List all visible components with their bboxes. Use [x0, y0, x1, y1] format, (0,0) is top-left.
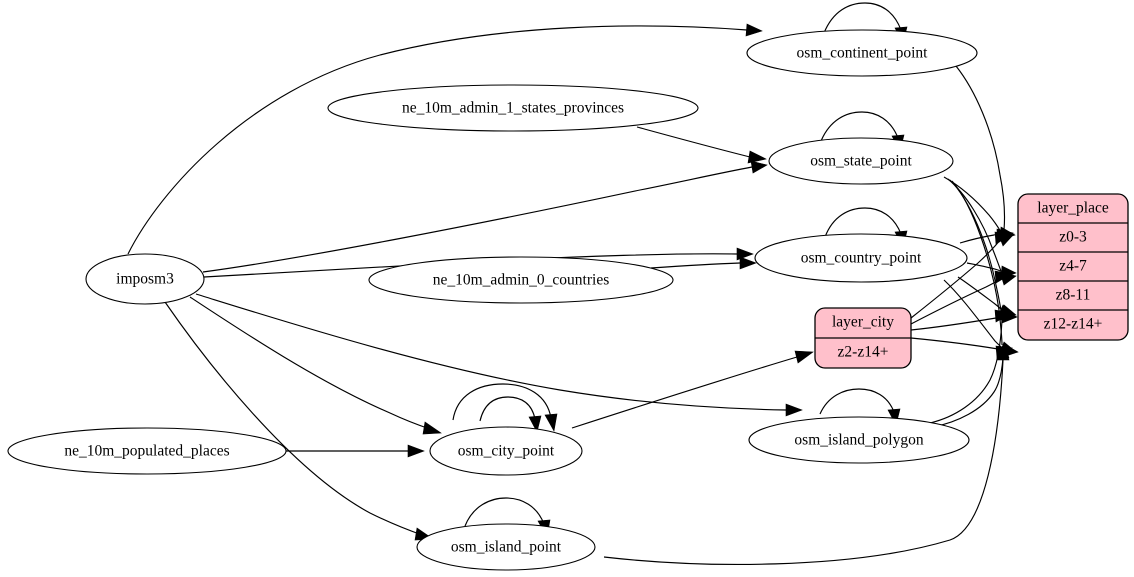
edge-layer: [127, 2, 1019, 565]
layer-place-row-z12-z14[interactable]: z12-z14+: [1044, 316, 1103, 333]
record-node-layer-place[interactable]: layer_place z0-3 z4-7 z8-11 z12-z14+: [1017, 193, 1129, 341]
node-osm-state-point-label: osm_state_point: [810, 153, 912, 170]
node-layer: imposm3 ne_10m_admin_1_states_provinces …: [7, 29, 1129, 571]
edge-osm-continent-point-to-layer-place-z0-3: [955, 65, 1014, 242]
edge-imposm3-to-osm-island-point: [164, 301, 434, 541]
node-ne-10m-admin-0-countries[interactable]: ne_10m_admin_0_countries: [368, 256, 674, 304]
edge-osm-island-point-to-layer-place-z12-z14: [603, 344, 1010, 565]
layer-city-title: layer_city: [832, 314, 894, 331]
edge-self-loop-outer-osm-city-point: [452, 383, 558, 432]
layer-place-row-z4-7[interactable]: z4-7: [1059, 258, 1087, 275]
layer-city-row-z2-z14[interactable]: z2-z14+: [838, 344, 889, 361]
layer-place-row-z0-3[interactable]: z0-3: [1059, 229, 1087, 246]
node-osm-island-polygon-label: osm_island_polygon: [794, 432, 923, 449]
record-node-layer-city[interactable]: layer_city z2-z14+: [814, 307, 912, 369]
edge-imposm3-to-osm-state-point: [202, 160, 768, 273]
node-osm-continent-point-label: osm_continent_point: [797, 45, 929, 62]
layer-place-row-z8-11[interactable]: z8-11: [1056, 287, 1091, 304]
node-osm-island-point-label: osm_island_point: [451, 539, 562, 556]
edge-layer-city-to-layer-place-z4-7: [910, 271, 1017, 325]
node-ne-10m-admin-1-states-provinces[interactable]: ne_10m_admin_1_states_provinces: [327, 84, 699, 132]
node-imposm3[interactable]: imposm3: [85, 253, 205, 305]
node-osm-island-point[interactable]: osm_island_point: [416, 523, 596, 571]
edge-imposm3-to-osm-city-point: [189, 296, 442, 435]
node-ne-admin1-label: ne_10m_admin_1_states_provinces: [402, 100, 624, 117]
node-osm-state-point[interactable]: osm_state_point: [768, 137, 954, 185]
edge-ne-admin0-to-osm-country-point: [650, 256, 757, 270]
node-osm-island-polygon[interactable]: osm_island_polygon: [748, 416, 970, 464]
node-ne-populated-label: ne_10m_populated_places: [64, 443, 229, 460]
edge-ne-populated-to-osm-city-point: [285, 444, 425, 458]
node-osm-country-point[interactable]: osm_country_point: [754, 233, 968, 283]
edge-imposm3-to-osm-continent-point: [127, 23, 763, 255]
node-osm-city-point[interactable]: osm_city_point: [429, 426, 583, 476]
edge-ne-admin1-to-osm-state-point: [636, 126, 767, 164]
node-ne-admin0-label: ne_10m_admin_0_countries: [433, 272, 610, 289]
edge-self-loop-inner-osm-city-point: [479, 396, 542, 433]
edge-layer-city-to-layer-place-z0-3: [910, 232, 1015, 319]
node-ne-10m-populated-places[interactable]: ne_10m_populated_places: [7, 427, 287, 475]
node-osm-country-point-label: osm_country_point: [801, 250, 922, 267]
node-osm-city-point-label: osm_city_point: [458, 443, 555, 460]
edge-imposm3-to-osm-island-polygon: [195, 293, 803, 417]
edge-osm-city-point-to-layer-city: [571, 350, 814, 429]
layer-place-title: layer_place: [1037, 200, 1109, 217]
node-osm-continent-point[interactable]: osm_continent_point: [746, 29, 978, 77]
node-imposm3-label: imposm3: [116, 271, 174, 288]
edge-osm-island-polygon-to-layer-place-z8-11: [929, 304, 1009, 424]
